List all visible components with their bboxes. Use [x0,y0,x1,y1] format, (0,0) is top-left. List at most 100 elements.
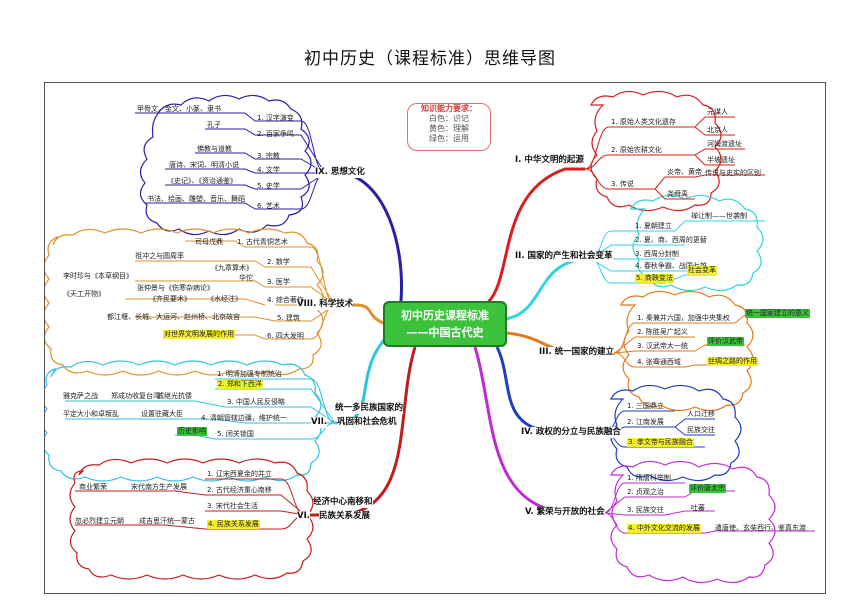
branch-5-label: V. 繁荣与开放的社会 [525,507,605,518]
b6-leaf: 成吉思汗统一蒙古 [139,517,195,525]
b1-leaf: 北京人 [707,126,728,134]
b9-leaf: 唐诗、宋词、明清小说 [169,161,239,169]
b9-item: 2. 百家争鸣 [257,130,294,138]
b4-item: 2. 江南发展 [627,418,664,426]
legend-box: 知识能力要求： 白色：识记 黄色：理解 绿色：运用 [407,103,491,151]
page-title: 初中历史（课程标准）思维导图 [304,49,556,69]
b9-leaf: 《史记》、《资治通鉴》 [167,177,237,185]
b3-leaf: 统一国家建立的意义 [745,309,810,318]
b8-item: 4. 综合著作 [267,296,304,304]
b6-item: 1. 辽宋西夏金的并立 [207,470,272,478]
b1-leaf: 炎帝、黄帝 [667,168,702,176]
b1-item: 2. 原始农耕文化 [611,146,662,154]
cloud-b6 [69,458,314,580]
b7-item: 5. 闭关锁国 [217,430,254,438]
b9-item: 1. 汉字演变 [257,114,294,122]
branch-8-label: VIII. 科学技术 [297,299,354,310]
branch-2-label: II. 国家的产生和社会变革 [515,251,613,262]
b2-item: 1. 夏朝建立 [635,222,672,230]
b8-leaf: 对世界文明发展的作用 [163,330,235,339]
b3-leaf: 丝绸之路的作用 [707,357,758,366]
b7-item: 2. 郑和下西洋 [217,380,263,389]
cloud-b2 [630,194,764,292]
b1-leaf: 河姆渡遗址 [707,140,742,148]
branch-1-label: I. 中华文明的起源 [515,155,584,166]
legend-row: 绿色：运用 [429,134,469,143]
b8-item: 2. 数学 [267,258,290,266]
b6-leaf: 商业繁荣 [79,483,107,491]
b7-item: 3. 中国人民反侵略 [227,398,285,406]
b3-item: 1. 秦兼并六国，加强中央集权 [637,314,730,322]
b8-leaf: 司母戊鼎 [195,238,223,246]
b9-leaf: 甲骨文、金文、小篆、隶书 [137,105,221,113]
branch-7-label-2: 巩固和社会危机 [337,417,397,428]
cloud-b4 [610,384,742,482]
b7-item: 4. 清朝管辖边疆，维护统一 [201,414,287,422]
mind-map: 初中历史课程标准 ——中国古代史 知识能力要求： 白色：识记 黄色：理解 绿色：… [44,82,826,594]
b6-leaf: 忽必烈建立元朝 [75,517,124,525]
b8-leaf: 都江堰、长城、大运河、赵州桥、北京故宫 [107,313,240,321]
b6-leaf: 宋代南方生产发展 [131,483,187,491]
b7-leaf: 戚继光抗倭 [157,392,192,400]
b7-leaf: 历史影响 [177,427,207,436]
b3-item: 4. 张骞通西域 [637,358,681,366]
b2-leaf: 社会变革 [687,266,717,275]
b5-item: 4. 中外文化交流的发展 [627,524,701,533]
branch-6-num: VI. [297,511,310,522]
central-topic-line2: ——中国古代史 [406,326,484,339]
b8-leaf: 华佗 [239,274,253,282]
b9-leaf: 佛教与道教 [197,145,232,153]
cloud-b3 [620,290,754,412]
b5-item: 3. 民族交往 [627,506,664,514]
branch-7-num: VII. [311,417,328,428]
b8-item: 5. 建筑 [277,314,300,322]
b5-item: 2. 贞观之治 [627,488,664,496]
b7-leaf: 平定大小和卓叛乱 [63,410,119,418]
b1-leaf: 元谋人 [707,108,728,116]
b7-leaf: 郑成功收复台湾 [111,392,160,400]
cloud-b9 [139,94,312,236]
b8-leaf: 《齐民要术》 [149,295,191,303]
b4-item: 1. 三国鼎立 [627,402,664,410]
b8-leaf: 祖冲之与圆周率 [135,252,184,260]
branch-9-label: IX. 思想文化 [315,167,365,178]
b1-leaf: 传说与史实的区别 [705,169,761,177]
b6-item: 2. 古代经济重心南移 [207,486,272,494]
b4-leaf: 民族交往 [687,426,715,434]
b7-item: 1. 明清加强专制统治 [217,370,282,378]
b2-item: 3. 西周分封制 [635,250,679,258]
b7-leaf: 雅克萨之战 [63,392,98,400]
b3-item: 3. 汉武帝大一统 [637,342,688,350]
branch-6-label-2: 民族关系发展 [319,511,371,522]
central-topic-line1: 初中历史课程标准 [401,309,489,322]
central-topic: 初中历史课程标准 ——中国古代史 [383,301,507,347]
branch-7-label-1: 统一多民族国家的 [335,403,404,414]
b6-item: 4. 民族关系发展 [207,520,260,529]
b9-item: 3. 宗教 [257,152,280,160]
b8-item: 1. 古代青铜艺术 [237,238,288,246]
legend-title: 知识能力要求： [421,104,477,113]
b9-item: 4. 文学 [257,166,280,174]
b1-item: 1. 原始人类文化遗存 [611,118,676,126]
b1-item: 3. 传说 [611,180,634,188]
branch-6-label-1: 经济中心南移和 [313,497,373,508]
b8-leaf: 李时珍与《本草纲目》 [63,272,133,280]
b2-item: 2. 夏、商、西周的更替 [635,236,707,244]
b5-leaf: 遣唐使、玄奘西行、鉴真东渡 [715,524,806,532]
cloud-b5 [610,460,776,584]
b4-item: 3. 孝文帝与民族融合 [627,438,694,447]
b8-leaf: 张仲景与《伤寒杂病论》 [137,284,214,292]
b8-leaf: 《九章算术》 [211,264,253,272]
cloud-b1 [590,90,722,212]
b1-leaf: 尧舜禹 [667,190,688,198]
b9-leaf: 孔子 [207,121,221,129]
b2-item: 4. 春秋争霸、战国七雄 [635,262,707,270]
b9-item: 6. 艺术 [257,202,280,210]
b8-leaf: 《水经注》 [207,295,242,303]
b9-leaf: 书法、绘画、雕塑、音乐、舞蹈 [147,195,245,203]
b2-leaf: 禅让制——世袭制 [691,212,747,220]
legend-row: 白色：识记 [429,114,469,123]
b3-leaf: 评价汉武帝 [707,337,744,346]
b9-item: 5. 史学 [257,182,280,190]
b5-leaf: 吐蕃 [691,504,705,512]
